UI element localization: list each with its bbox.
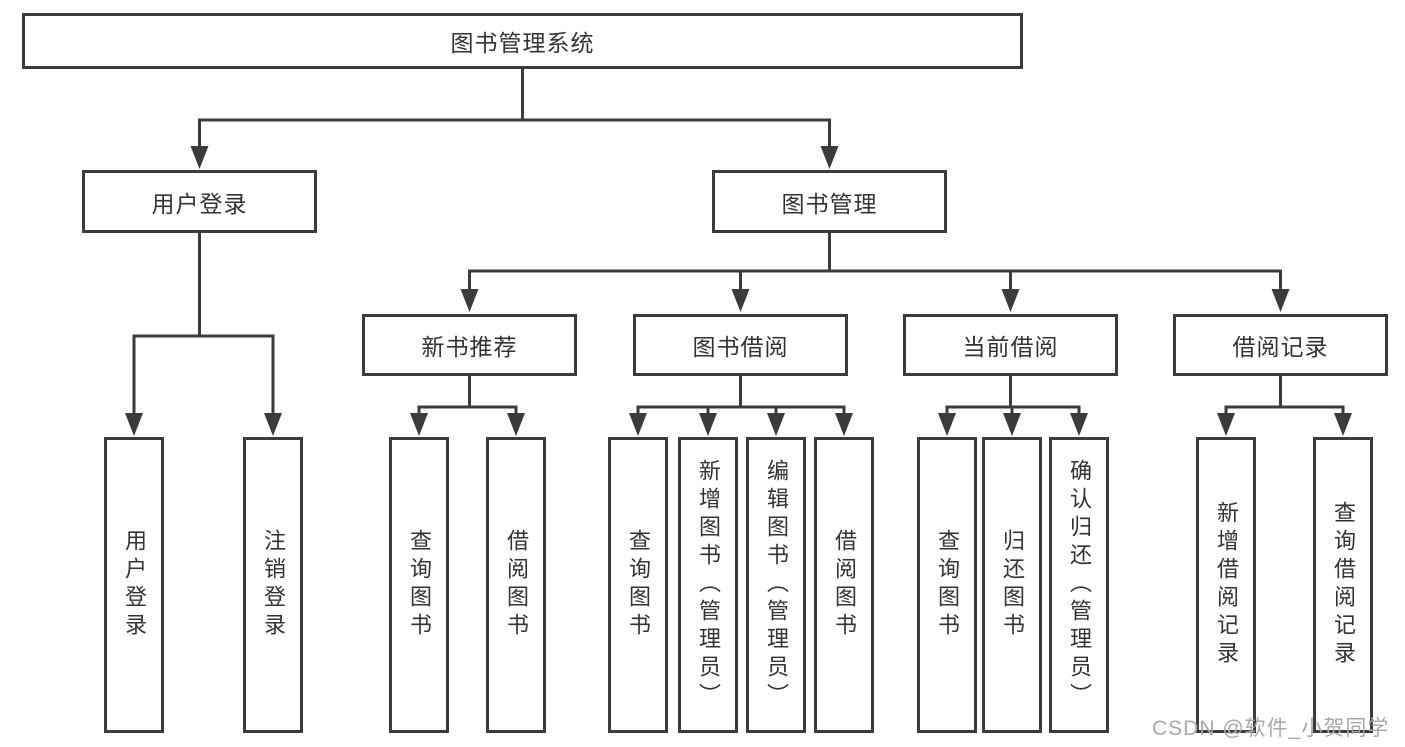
node-label: 新增图书（管理员） — [696, 459, 721, 711]
arrowhead — [938, 413, 956, 436]
node-label: 查询图书 — [935, 529, 960, 641]
connector-root-to-level2 — [198, 67, 831, 149]
arrowhead — [731, 289, 750, 312]
node-label: 用户登录 — [151, 190, 248, 217]
node-current-borrowing: 当前借阅 — [903, 314, 1118, 376]
node-book-borrowing: 图书借阅 — [633, 314, 848, 376]
csdn-watermark: CSDN @软件_小贺同学 — [1152, 717, 1390, 740]
connector-records-to-children — [1224, 374, 1345, 416]
arrowhead — [1217, 413, 1235, 436]
node-leaf-borrow-books: 借阅图书 — [814, 437, 874, 733]
arrowhead — [1001, 289, 1020, 312]
node-leaf-logout: 注销登录 — [243, 437, 303, 733]
arrowhead — [410, 413, 428, 436]
arrowhead — [767, 413, 785, 436]
arrowhead — [835, 413, 853, 436]
node-leaf-add-borrow-record: 新增借阅记录 — [1196, 437, 1256, 733]
node-label: 编辑图书（管理员） — [764, 459, 789, 711]
arrowhead — [1003, 413, 1021, 436]
node-label: 用户登录 — [122, 529, 147, 641]
node-leaf-edit-books-admin: 编辑图书（管理员） — [746, 437, 806, 733]
node-leaf-query-books: 查询图书 — [389, 437, 449, 733]
node-leaf-query-books: 查询图书 — [917, 437, 977, 733]
arrowhead — [1070, 413, 1088, 436]
arrowhead — [1334, 413, 1352, 436]
arrowhead — [699, 413, 717, 436]
node-leaf-borrow-books: 借阅图书 — [486, 437, 546, 733]
node-leaf-query-books: 查询图书 — [608, 437, 668, 733]
node-label: 图书管理系统 — [450, 30, 595, 56]
connector-user-login-to-children — [132, 231, 275, 416]
node-user-login: 用户登录 — [82, 170, 317, 233]
node-leaf-return-books: 归还图书 — [982, 437, 1042, 733]
connector-new-book-to-children — [417, 374, 518, 416]
connector-current-to-children — [945, 374, 1081, 416]
node-label: 借阅记录 — [1232, 334, 1329, 360]
node-label: 归还图书 — [1000, 529, 1025, 641]
node-book-management: 图书管理 — [712, 170, 947, 233]
arrowhead — [460, 289, 479, 312]
node-label: 查询借阅记录 — [1331, 501, 1356, 669]
arrowhead — [125, 413, 143, 436]
node-label: 借阅图书 — [832, 529, 857, 641]
node-label: 查询图书 — [626, 529, 651, 641]
node-root-library-system: 图书管理系统 — [22, 13, 1023, 69]
node-label: 注销登录 — [261, 529, 286, 641]
node-label: 图书管理 — [781, 190, 878, 217]
arrowhead — [1271, 289, 1290, 312]
arrowhead — [820, 146, 839, 169]
node-label: 当前借阅 — [962, 334, 1059, 360]
node-leaf-confirm-return-admin: 确认归还（管理员） — [1049, 437, 1109, 733]
node-label: 借阅图书 — [504, 529, 529, 641]
node-label: 新增借阅记录 — [1214, 501, 1239, 669]
arrowhead — [507, 413, 525, 436]
connector-book-mgmt-to-level3 — [468, 231, 1282, 292]
arrowhead — [264, 413, 282, 436]
node-new-book-recommend: 新书推荐 — [362, 314, 577, 376]
node-label: 新书推荐 — [421, 334, 518, 360]
node-leaf-add-books-admin: 新增图书（管理员） — [678, 437, 738, 733]
node-leaf-query-borrow-record: 查询借阅记录 — [1313, 437, 1373, 733]
connector-borrowing-to-children — [636, 374, 846, 416]
arrowhead — [190, 146, 209, 169]
node-label: 图书借阅 — [692, 334, 789, 360]
node-label: 确认归还（管理员） — [1067, 459, 1092, 711]
node-label: 查询图书 — [407, 529, 432, 641]
node-leaf-user-login: 用户登录 — [104, 437, 164, 733]
arrowhead — [629, 413, 647, 436]
node-borrowing-records: 借阅记录 — [1173, 314, 1388, 376]
